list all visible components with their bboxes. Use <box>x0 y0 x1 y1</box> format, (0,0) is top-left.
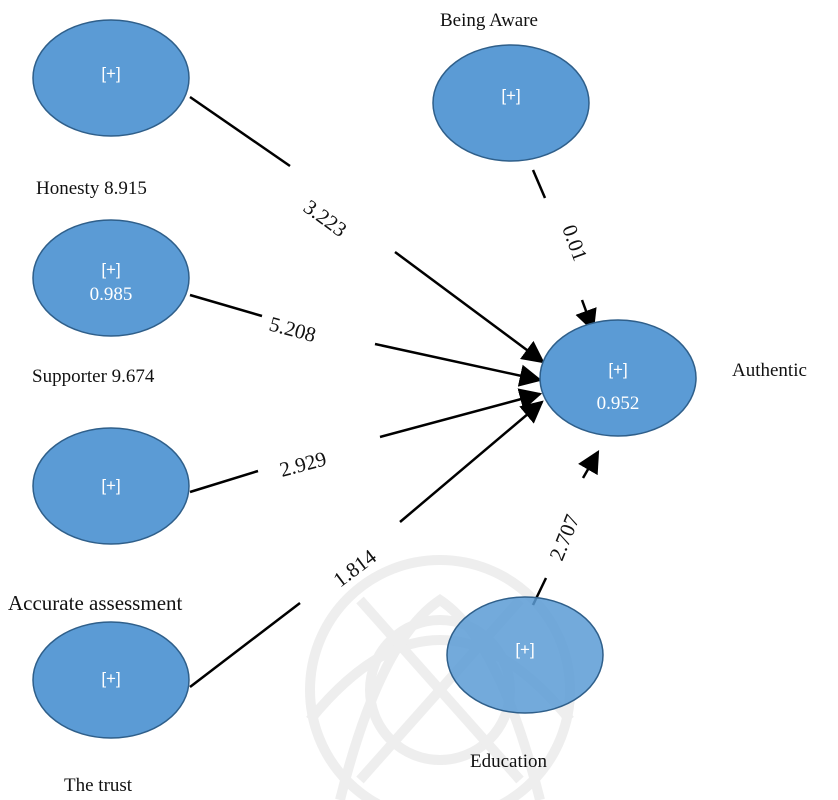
expand-icon: [+] <box>608 360 627 379</box>
node-honesty: [+] <box>32 19 190 137</box>
edge-label-honesty: 3.223 <box>299 195 351 242</box>
caption-being-aware: Being Aware <box>440 10 538 31</box>
node-trust: [+] <box>32 621 190 739</box>
node-supporter: [+] 0.985 <box>32 219 190 337</box>
caption-honesty: Honesty 8.915 <box>36 178 147 199</box>
node-being-aware: [+] <box>432 44 590 162</box>
node-value-supporter: 0.985 <box>90 284 133 305</box>
node-value-authentic: 0.952 <box>597 393 640 414</box>
caption-the-trust: The trust <box>64 775 133 796</box>
edge-label-aware: 0.01 <box>557 222 592 265</box>
edge-supporter-authentic: 5.208 <box>189 293 543 387</box>
node-accurate: [+] <box>32 427 190 545</box>
node-authentic: [+] 0.952 <box>539 319 697 437</box>
node-education: [+] <box>446 596 604 714</box>
edge-label-supporter: 5.208 <box>267 312 319 347</box>
expand-icon: [+] <box>101 669 120 688</box>
edge-accurate-authentic: 2.929 <box>189 388 543 494</box>
edge-aware-authentic: 0.01 <box>531 169 597 333</box>
expand-icon: [+] <box>515 640 534 659</box>
expand-icon: [+] <box>501 86 520 105</box>
edge-education-authentic: 2.707 <box>531 450 600 606</box>
edge-label-trust: 1.814 <box>329 544 382 592</box>
expand-icon: [+] <box>101 476 120 495</box>
caption-accurate-assessment: Accurate assessment <box>8 591 183 615</box>
expand-icon: [+] <box>101 64 120 83</box>
caption-education: Education <box>470 751 548 772</box>
edge-label-education: 2.707 <box>544 511 584 564</box>
expand-icon: [+] <box>101 260 120 279</box>
caption-authentic: Authentic <box>732 360 807 381</box>
edge-label-accurate: 2.929 <box>277 446 329 481</box>
caption-supporter: Supporter 9.674 <box>32 366 155 387</box>
